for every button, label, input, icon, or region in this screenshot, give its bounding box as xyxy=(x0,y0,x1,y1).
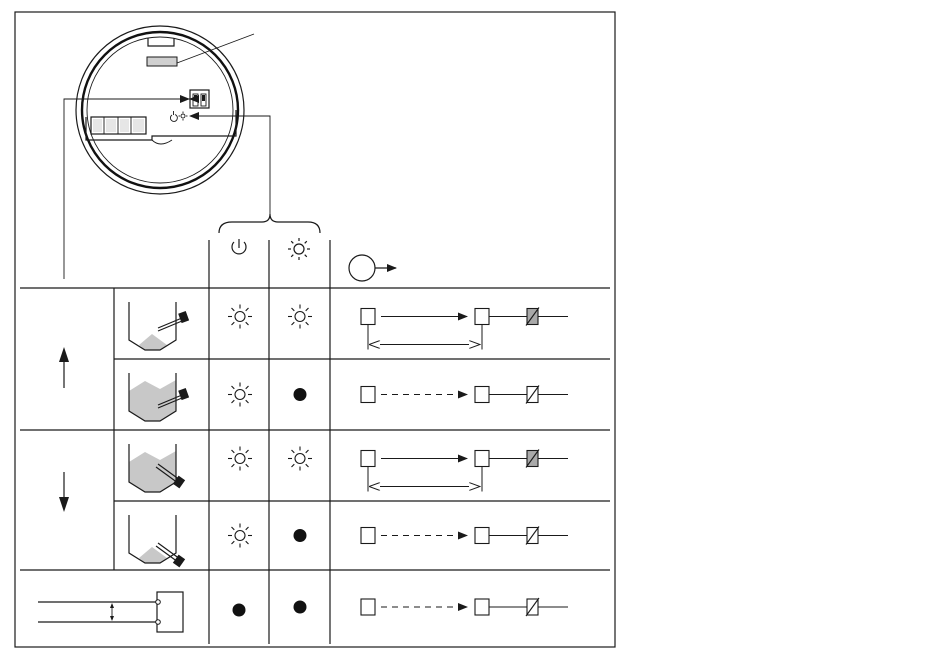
device-led-symbols xyxy=(170,111,187,121)
table-grid xyxy=(20,240,610,644)
rising-level-arrow xyxy=(59,347,69,388)
device-top-view xyxy=(76,26,254,194)
vessel-fall-high xyxy=(129,444,185,492)
sun-icon xyxy=(288,238,310,260)
status-lamp-off xyxy=(294,388,307,401)
power-lamp-on xyxy=(228,305,252,329)
header-brace xyxy=(219,214,320,233)
table-row xyxy=(129,302,568,350)
power-icon xyxy=(232,239,246,254)
outer-frame xyxy=(15,12,615,647)
status-lamp-on xyxy=(288,447,312,471)
vessel-fall-low xyxy=(129,515,185,567)
power-lamp-on xyxy=(228,447,252,471)
output-rise-low xyxy=(361,308,568,350)
status-lamp-on xyxy=(288,305,312,329)
power-lamp-on xyxy=(228,383,252,407)
table-row xyxy=(233,598,569,617)
status-lamp-off xyxy=(294,601,307,614)
table-row xyxy=(129,444,568,492)
rows-layer xyxy=(129,302,568,617)
output-fall-low xyxy=(361,527,568,545)
output-arrow-icon xyxy=(349,255,396,281)
vessel-rise-low xyxy=(129,302,189,350)
output-fault xyxy=(361,598,568,616)
output-rise-high xyxy=(361,386,568,404)
falling-level-arrow xyxy=(59,472,69,512)
wiring-fault-symbol xyxy=(38,592,183,632)
output-fall-high xyxy=(361,450,568,492)
table-row xyxy=(129,373,568,421)
nameplate xyxy=(147,57,177,66)
vessel-rise-high xyxy=(129,373,189,421)
power-lamp-on xyxy=(228,524,252,548)
table-row xyxy=(129,515,568,567)
status-lamp-off xyxy=(294,529,307,542)
power-lamp-off xyxy=(233,604,246,617)
housing-notch xyxy=(148,38,174,46)
